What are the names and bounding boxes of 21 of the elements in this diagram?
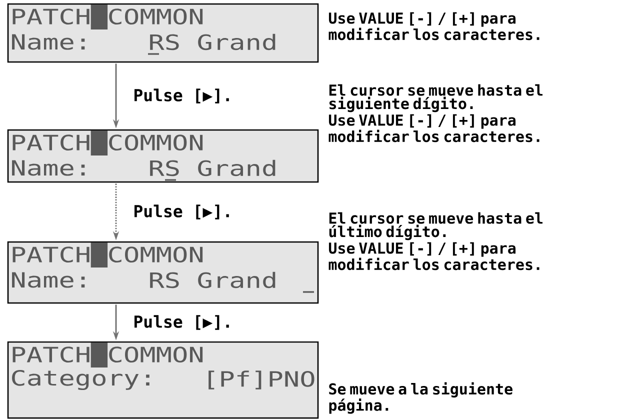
description-text: Use VALUE [-] / [+] para modificar los caracteres.	[328, 242, 540, 270]
lcd-text: Name:	[12, 272, 85, 288]
description-text: El cursor se mueve hasta el último dígito.	[329, 212, 542, 240]
description-text: Se mueve a la siguiente página.	[329, 382, 512, 414]
edge-label: Pulse [▶].	[134, 315, 229, 330]
lcd-text: PATCH█COMMON	[12, 130, 203, 156]
lcd-text: RS Grand	[150, 160, 276, 176]
description-text: Use VALUE [-] / [+] para modificar los caracteres.	[328, 114, 540, 142]
lcd-text: Name:	[12, 34, 85, 50]
description-text: El cursor se mueve hasta el siguiente dígito.	[329, 84, 542, 112]
edge-label: Pulse [▶].	[134, 88, 229, 104]
description-text: Use VALUE [-] / [+] para modificar los caracteres.	[328, 12, 540, 40]
lcd-text: [Pf]PNO	[208, 370, 314, 390]
lcd-text: PATCH█COMMON	[12, 242, 203, 268]
lcd-text: Name:	[12, 160, 85, 176]
lcd-text: PATCH█COMMON	[12, 342, 203, 368]
lcd-text: RS Grand	[150, 272, 276, 288]
lcd-text: Category:	[12, 370, 150, 390]
lcd-text: RS Grand	[150, 34, 276, 50]
edge-label: Pulse [▶].	[134, 204, 229, 220]
lcd-text: PATCH█COMMON	[12, 4, 203, 30]
